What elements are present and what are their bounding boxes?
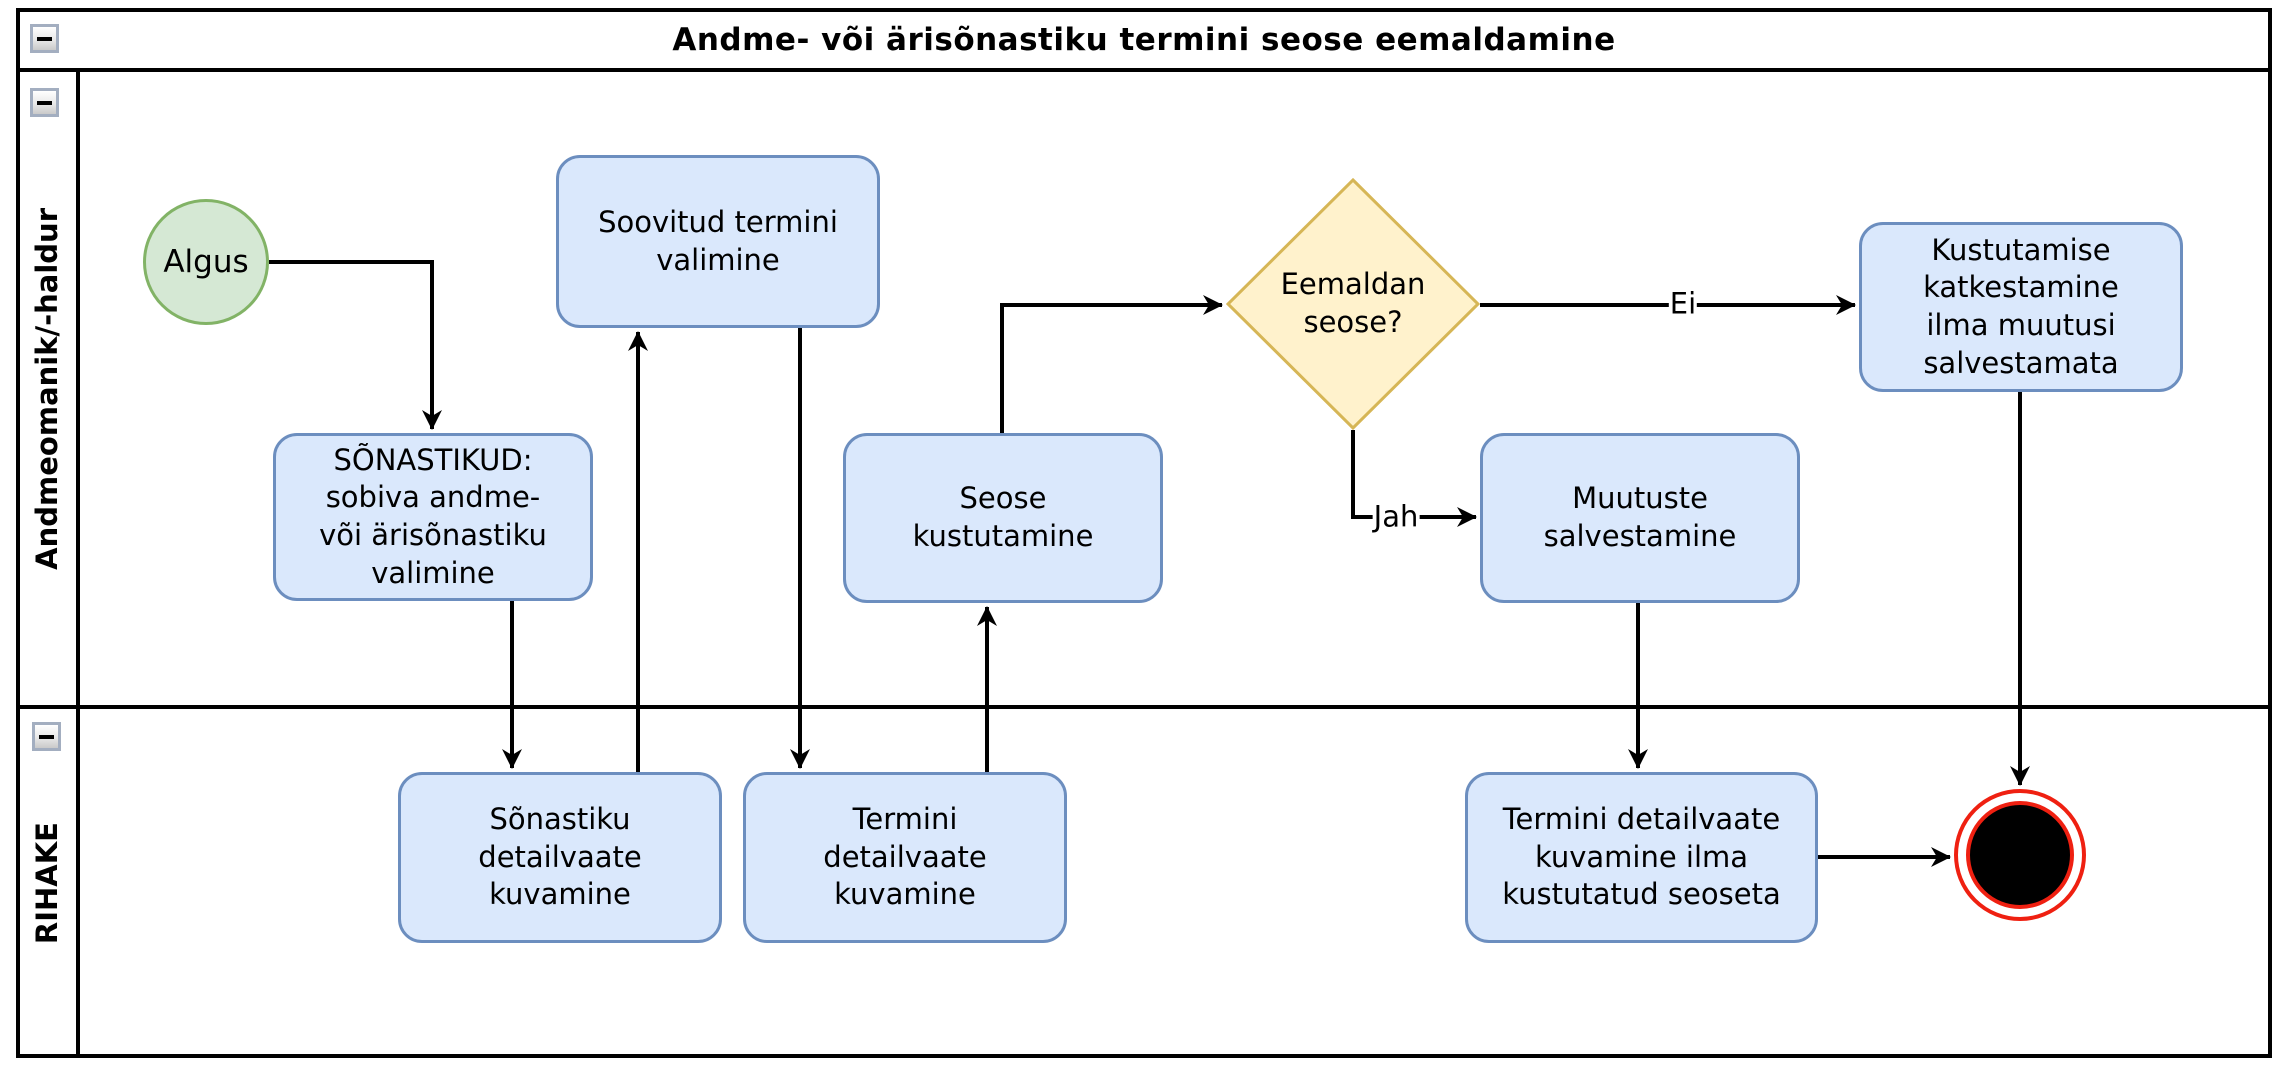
start-event-algus[interactable]: Algus [143,199,269,325]
lane-andmeomanik-haldur[interactable]: Andmeomanik/-haldur [16,72,78,705]
node-label: Termini detailvaate kuvamine ilma kustut… [1502,801,1781,912]
edge-label-ei: Ei [1668,286,1698,321]
task-cancel-delete[interactable]: Kustutamise katkestamine ilma muutusi sa… [1859,222,2183,392]
minus-icon [37,36,52,41]
node-label: Soovitud termini valimine [598,204,838,277]
task-term-detail-view[interactable]: Termini detailvaate kuvamine [743,772,1067,943]
end-event[interactable] [1954,789,2086,921]
task-select-term[interactable]: Soovitud termini valimine [556,155,880,328]
node-label: Sõnastiku detailvaate kuvamine [478,801,642,912]
node-label: Muutuste salvestamine [1543,481,1737,553]
node-label: Eemaldan seose? [1280,267,1426,339]
end-event-core [1966,801,2074,909]
task-select-glossary[interactable]: SÕNASTIKUD: sobiva andme- või ärisõnasti… [273,433,593,601]
node-label: Kustutamise katkestamine ilma muutusi sa… [1923,232,2119,380]
pool-title-bar[interactable]: Andme- või ärisõnastiku termini seose ee… [16,8,2272,72]
node-label: Algus [163,243,249,280]
edge-label-jah: Jah [1372,499,1420,534]
task-delete-relation[interactable]: Seose kustutamine [843,433,1163,603]
lane1-collapse-button[interactable] [30,88,59,117]
lane-label: RIHAKE [30,822,64,945]
decision-remove-relation[interactable]: Eemaldan seose? [1226,178,1480,430]
diamond-shape [1226,178,1480,430]
node-label: SÕNASTIKUD: sobiva andme- või ärisõnasti… [319,442,547,590]
task-glossary-detail-view[interactable]: Sõnastiku detailvaate kuvamine [398,772,722,943]
task-save-changes[interactable]: Muutuste salvestamine [1480,433,1800,603]
task-term-detail-no-relation[interactable]: Termini detailvaate kuvamine ilma kustut… [1465,772,1818,943]
lane-divider [16,705,2272,709]
minus-icon [39,734,54,739]
pool-collapse-button[interactable] [30,24,59,53]
lane2-collapse-button[interactable] [32,722,61,751]
node-label: Termini detailvaate kuvamine [823,801,987,912]
lane-label: Andmeomanik/-haldur [30,207,64,570]
minus-icon [37,100,52,105]
lane-label-column-divider [76,72,80,1058]
lane-rihake[interactable]: RIHAKE [16,709,78,1058]
node-label: Seose kustutamine [912,481,1094,553]
pool-title: Andme- või ärisõnastiku termini seose ee… [672,22,1616,58]
